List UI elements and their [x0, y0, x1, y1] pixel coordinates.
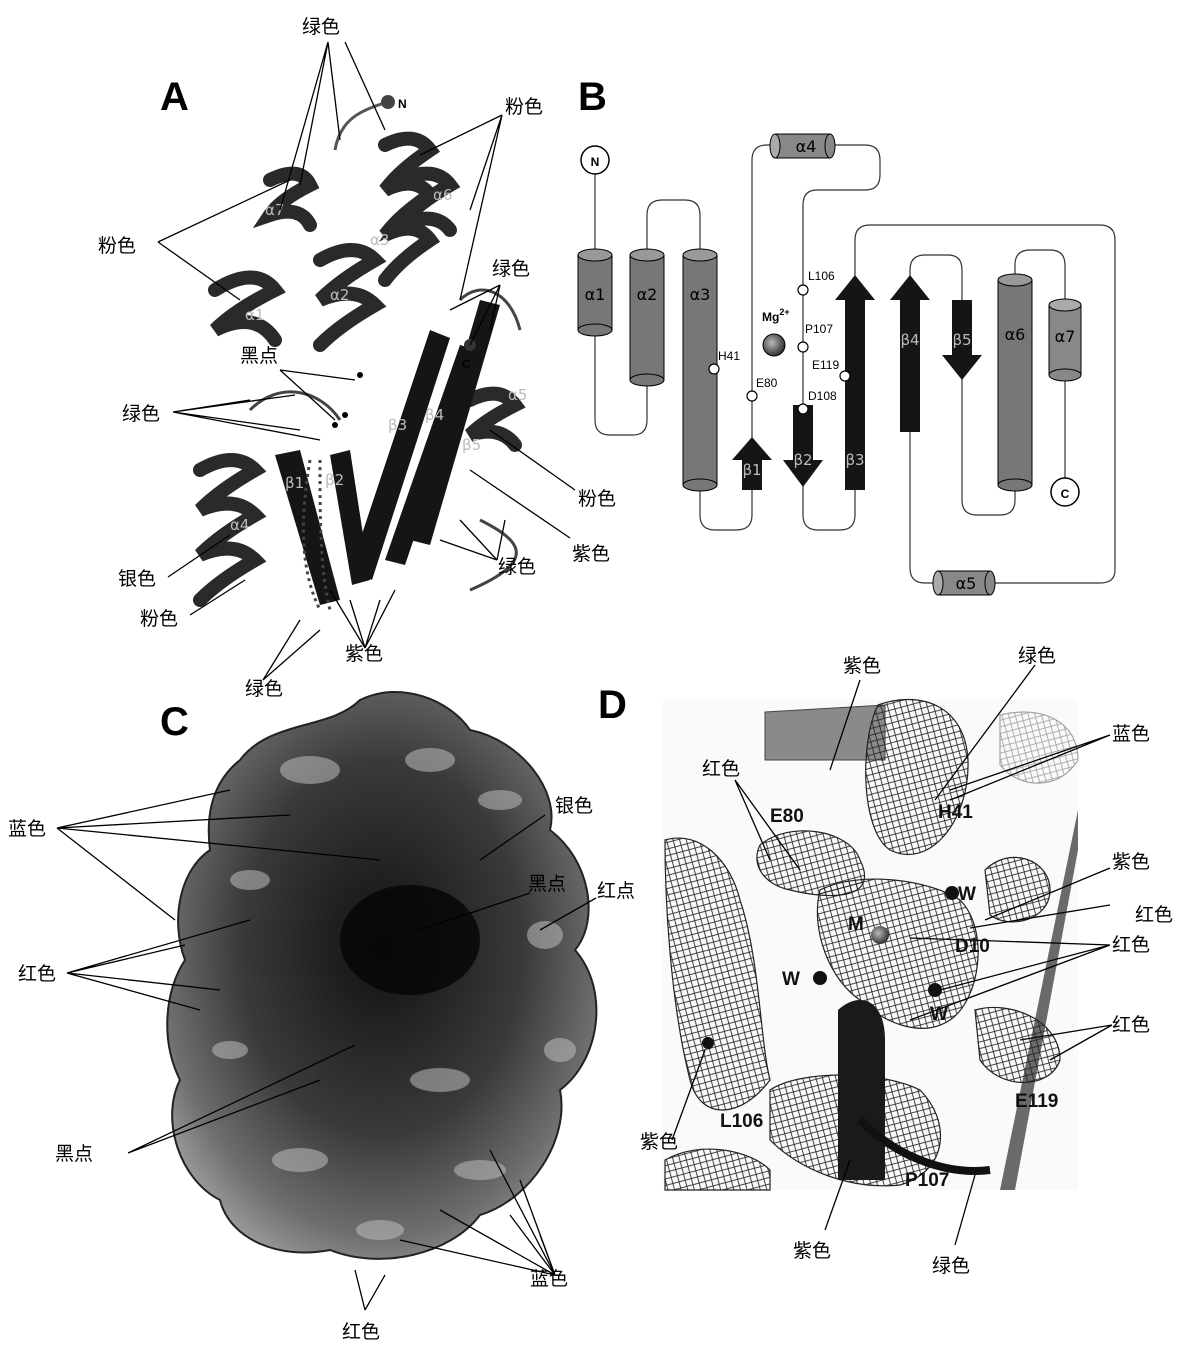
svg-text:α7: α7: [1055, 327, 1076, 346]
b-strand-b4: β4: [890, 275, 930, 432]
label-c-blue-top: 蓝色: [8, 818, 46, 840]
panel-d-letter: D: [598, 683, 627, 727]
label-d-red-top-left: 红色: [702, 758, 740, 780]
label-a-pink-right: 粉色: [578, 488, 616, 510]
svg-text:α4: α4: [796, 137, 817, 156]
svg-text:α6: α6: [1005, 325, 1026, 344]
label-a-pink-lower: 粉色: [140, 608, 178, 630]
svg-text:β2: β2: [793, 451, 812, 469]
mg-label: Mg2+: [762, 307, 790, 324]
d-res-p107: P107: [905, 1170, 949, 1191]
d-res-d108: D10: [955, 936, 990, 957]
b-helix-a7: α7: [1049, 299, 1081, 381]
d-res-e119: E119: [1015, 1091, 1058, 1112]
label-d-purple-left: 紫色: [640, 1131, 678, 1153]
panel-a-helix-a2: α2: [330, 286, 349, 304]
panel-a-letter: A: [160, 75, 189, 119]
b-helix-a2: α2: [630, 249, 664, 386]
panel-a-strand-b5: β5: [462, 436, 481, 454]
panel-a-strand-b4: β4: [425, 406, 444, 424]
label-a-purple-right: 紫色: [572, 543, 610, 565]
label-c-red-bottom: 红色: [342, 1321, 380, 1343]
label-c-red-dot: 红点: [597, 880, 635, 902]
d-res-w3: W: [930, 1004, 948, 1025]
d-res-w1: W: [958, 884, 976, 905]
svg-text:β5: β5: [952, 331, 971, 349]
panel-a-helix-a1: α1: [245, 306, 264, 324]
label-d-red-right-1: 红色: [1135, 904, 1173, 926]
panel-a-c-terminus: C: [462, 357, 471, 371]
b-helix-a5: α5: [933, 571, 995, 595]
svg-text:β4: β4: [900, 331, 919, 349]
d-res-h41: H41: [938, 802, 973, 823]
d-res-e80: E80: [770, 806, 804, 827]
b-res-d108: D108: [808, 389, 837, 403]
label-d-red-right-2: 红色: [1112, 934, 1150, 956]
label-a-silver: 银色: [118, 568, 156, 590]
label-d-red-right-3: 红色: [1112, 1014, 1150, 1036]
panel-a-strand-b1: β1: [285, 474, 304, 492]
d-res-l106: L106: [720, 1111, 763, 1132]
label-a-purple-bottom: 紫色: [345, 643, 383, 665]
b-res-h41: H41: [718, 349, 740, 363]
panel-a-helix-a5: α5: [508, 386, 527, 404]
d-res-w2: W: [782, 969, 800, 990]
b-res-p107: P107: [805, 322, 833, 336]
panel-a-strand-b3: β3: [388, 416, 407, 434]
label-a-pink-left: 粉色: [98, 235, 136, 257]
b-strand-b5: β5: [942, 300, 982, 380]
b-helix-a1: α1: [578, 249, 612, 336]
label-a-green-left: 绿色: [122, 403, 160, 425]
label-d-purple-bottom: 紫色: [793, 1240, 831, 1262]
svg-text:α2: α2: [637, 285, 658, 304]
panel-c: C 蓝色 银色 黑点 红点: [8, 692, 635, 1343]
label-c-black-dot-left: 黑点: [55, 1143, 93, 1165]
b-strand-b1: β1: [732, 437, 772, 490]
label-c-silver: 银色: [555, 795, 593, 817]
panel-a-helix-a3: α3: [370, 231, 389, 249]
svg-text:α3: α3: [690, 285, 711, 304]
label-a-black-dots: 黑点: [240, 345, 278, 367]
label-d-green-top: 绿色: [1018, 645, 1056, 667]
panel-b: B N C α1: [578, 75, 1115, 595]
panel-a-helix-a6: α6: [433, 186, 452, 204]
svg-text:α5: α5: [956, 574, 977, 593]
label-c-blue-bottom: 蓝色: [530, 1268, 568, 1290]
panel-a: A: [98, 16, 616, 700]
label-a-green-bottom: 绿色: [245, 678, 283, 700]
b-c-terminus-label: C: [1061, 487, 1070, 501]
label-a-pink-top: 粉色: [505, 96, 543, 118]
b-res-l106: L106: [808, 269, 835, 283]
label-c-red-left: 红色: [18, 963, 56, 985]
b-strand-b3: β3: [835, 275, 875, 490]
svg-text:α1: α1: [585, 285, 606, 304]
panel-a-n-terminus: N: [398, 97, 407, 111]
panel-c-letter: C: [160, 700, 189, 744]
n-terminus-ball: [381, 95, 395, 109]
svg-text:β1: β1: [742, 461, 761, 479]
panel-a-strand-b2: β2: [325, 471, 344, 489]
label-d-green-bottom: 绿色: [932, 1255, 970, 1277]
label-a-green-top: 绿色: [302, 16, 340, 38]
label-d-purple-top: 紫色: [843, 655, 881, 677]
label-d-purple-right: 紫色: [1112, 851, 1150, 873]
b-n-terminus-label: N: [591, 155, 600, 169]
active-site-pocket: [340, 885, 480, 995]
label-a-green-right: 绿色: [492, 258, 530, 280]
b-helix-a6: α6: [998, 274, 1032, 491]
b-helix-a4: α4: [770, 134, 835, 158]
label-d-blue: 蓝色: [1112, 723, 1150, 745]
d-res-m: M: [848, 914, 864, 935]
panel-b-letter: B: [578, 75, 607, 119]
panel-a-helix-a4: α4: [230, 516, 249, 534]
b-res-e119: E119: [812, 358, 839, 372]
b-strand-b2: β2: [783, 405, 823, 487]
label-c-black-dot-top: 黑点: [528, 873, 566, 895]
panel-d: D: [598, 645, 1173, 1277]
mg-ion: [763, 334, 785, 356]
b-res-e80: E80: [756, 376, 778, 390]
label-a-green-lower-right: 绿色: [498, 556, 536, 578]
svg-text:β3: β3: [845, 451, 864, 469]
